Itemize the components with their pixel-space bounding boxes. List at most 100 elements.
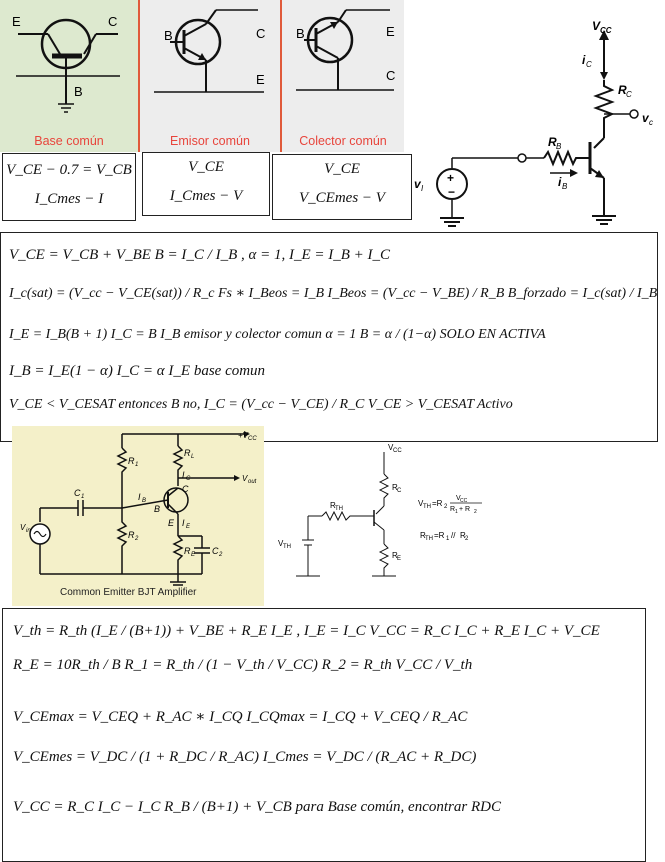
- colector-comun-panel: [282, 0, 404, 152]
- base-comun-formula-2: I_Cmes − I: [34, 191, 104, 207]
- th-eq1-numerator-sub: CC: [460, 498, 468, 504]
- c-label: C: [182, 484, 189, 494]
- pin-b-label: B: [74, 84, 83, 99]
- emisor-comun-transistor-symbol: B C E: [154, 9, 265, 93]
- re-label: R: [184, 546, 191, 556]
- th-re-sub-label: E: [397, 556, 401, 562]
- r1-label: R: [128, 456, 135, 466]
- rl-sub-label: L: [191, 454, 194, 460]
- colector-comun-label: Colector común: [299, 134, 387, 148]
- bias-formula-line-5: V_CC = R_C I_C − I_C R_B / (B+1) + V_CB …: [13, 799, 501, 815]
- th-eq2-r2-sub: 2: [465, 536, 469, 542]
- common-emitter-circuit: + − V CC i C R C v c R B i B v I: [414, 19, 653, 227]
- th-eq1-rhs: =R: [432, 499, 443, 508]
- base-comun-formula-1: V_CE − 0.7 = V_CB: [6, 162, 132, 178]
- th-eq1-denominator-2: 2: [474, 509, 477, 515]
- c1-label: C: [74, 488, 81, 498]
- th-vth-label: V: [278, 539, 284, 548]
- th-eq1-lhs: V: [418, 499, 424, 508]
- colector-comun-formula-box: V_CE V_CEmes − V: [272, 154, 412, 220]
- ib-sub-label: B: [562, 182, 568, 191]
- th-eq2-parallel: //: [451, 531, 456, 540]
- ic-sub-label: C: [586, 60, 592, 69]
- ie-amp-label: I: [182, 518, 185, 528]
- c2-label: C: [212, 546, 219, 556]
- formula-line-1: V_CE = V_CB + V_BE B = I_C / I_B , α = 1…: [9, 247, 391, 263]
- pin-c-label: C: [256, 26, 265, 41]
- c2-sub-label: 2: [218, 552, 223, 558]
- amp-vcc-label: +V: [238, 431, 249, 440]
- ib-label: i: [558, 175, 562, 189]
- vin-label: V: [20, 523, 26, 532]
- emisor-comun-panel: [140, 0, 280, 152]
- th-eq2-r2: R: [460, 531, 466, 540]
- pin-e-label: E: [256, 72, 265, 87]
- bias-formula-line-3: V_CEmax = V_CEQ + R_AC ∗ I_CQ I_CQmax = …: [13, 709, 468, 725]
- th-eq1-denominator-plus: + R: [459, 506, 470, 513]
- ic-label: i: [582, 53, 586, 67]
- th-re-label: R: [392, 551, 398, 560]
- r2-label: R: [128, 530, 135, 540]
- vcc-sub-label: CC: [600, 26, 612, 35]
- th-eq1-denominator-1: 1: [455, 509, 458, 515]
- re-sub-label: E: [191, 552, 196, 558]
- formula-line-5: V_CE < V_CESAT entonces B no, I_C = (V_c…: [9, 397, 513, 412]
- base-comun-transistor-symbol: E C B: [12, 14, 120, 113]
- amplifier-caption: Common Emitter BJT Amplifier: [60, 587, 197, 598]
- panel-divider: [280, 0, 282, 152]
- r1-sub-label: 1: [135, 462, 138, 468]
- ic-amp-sub-label: C: [186, 476, 191, 482]
- th-eq1-r2: 2: [444, 504, 448, 510]
- th-eq2-r1: 1: [446, 536, 450, 542]
- th-rc-label: R: [392, 483, 398, 492]
- rb-label: R: [548, 135, 557, 149]
- ib-amp-sub-label: B: [142, 498, 146, 504]
- e-label: E: [168, 518, 175, 528]
- th-eq1-numerator: V: [456, 495, 461, 502]
- th-vcc-sub-label: CC: [393, 448, 402, 454]
- rc-label: R: [618, 83, 627, 97]
- formula-line-4: I_B = I_E(1 − α) I_C = α I_E base comun: [9, 363, 266, 379]
- vout-label: V: [242, 474, 248, 483]
- vi-label: v: [414, 177, 422, 191]
- ic-amp-label: I: [182, 470, 185, 480]
- bias-formula-line-1: V_th = R_th (I_E / (B+1)) + V_BE + R_E I…: [13, 623, 600, 639]
- colector-comun-transistor-symbol: B E C: [296, 9, 395, 91]
- colector-comun-formula-1: V_CE: [324, 161, 360, 177]
- formula-line-2: I_c(sat) = (V_cc − V_CE(sat)) / R_c Fs ∗…: [9, 286, 658, 301]
- ib-amp-label: I: [138, 492, 141, 502]
- vcc-label: V: [592, 19, 601, 33]
- bias-formula-line-2: R_E = 10R_th / B R_1 = R_th / (1 − V_th …: [13, 657, 473, 673]
- c1-sub-label: 1: [81, 494, 84, 500]
- b-label: B: [154, 504, 160, 514]
- vc-sub-label: c: [649, 118, 653, 127]
- base-comun-formula-box: V_CE − 0.7 = V_CB I_Cmes − I: [2, 153, 136, 221]
- bias-formulas-box: V_th = R_th (I_E / (B+1)) + V_BE + R_E I…: [2, 608, 646, 862]
- pin-b-label: B: [164, 28, 173, 43]
- th-eq1-lhs-sub: TH: [423, 504, 431, 510]
- th-vcc-label: V: [388, 443, 394, 452]
- th-vth-sub-label: TH: [283, 544, 291, 550]
- ie-amp-sub-label: E: [186, 524, 191, 530]
- rc-sub-label: C: [626, 90, 632, 99]
- pin-e-label: E: [386, 24, 395, 39]
- thevenin-bias-circuit: V CC R C R TH V TH R E V TH =R 2 V CC R …: [278, 443, 482, 577]
- rb-sub-label: B: [556, 142, 562, 151]
- base-comun-label: Base común: [34, 134, 104, 148]
- th-eq2-rhs: =R: [434, 531, 445, 540]
- transistor-formulas-box: V_CE = V_CB + V_BE B = I_C / I_B , α = 1…: [0, 232, 658, 442]
- emisor-comun-formula-1: V_CE: [188, 159, 224, 175]
- th-eq1-denominator: R: [450, 506, 455, 513]
- emisor-comun-formula-box: V_CE I_Cmes − V: [142, 152, 270, 216]
- panel-divider: [138, 0, 140, 152]
- vi-sub-label: I: [421, 184, 424, 193]
- formula-line-3: I_E = I_B(B + 1) I_C = B I_B emisor y co…: [9, 327, 546, 342]
- common-emitter-amplifier-circuit: +V CC R 1 R 2 R L R E C 1 C 2 I B I C I …: [20, 431, 257, 586]
- emisor-comun-formula-2: I_Cmes − V: [169, 188, 243, 204]
- th-eq2-lhs: R: [420, 531, 426, 540]
- emisor-comun-label: Emisor común: [170, 134, 250, 148]
- amp-vcc-sub-label: CC: [248, 436, 257, 442]
- vc-label: v: [642, 111, 650, 125]
- pin-e-label: E: [12, 14, 21, 29]
- vin-sub-label: in: [26, 528, 31, 534]
